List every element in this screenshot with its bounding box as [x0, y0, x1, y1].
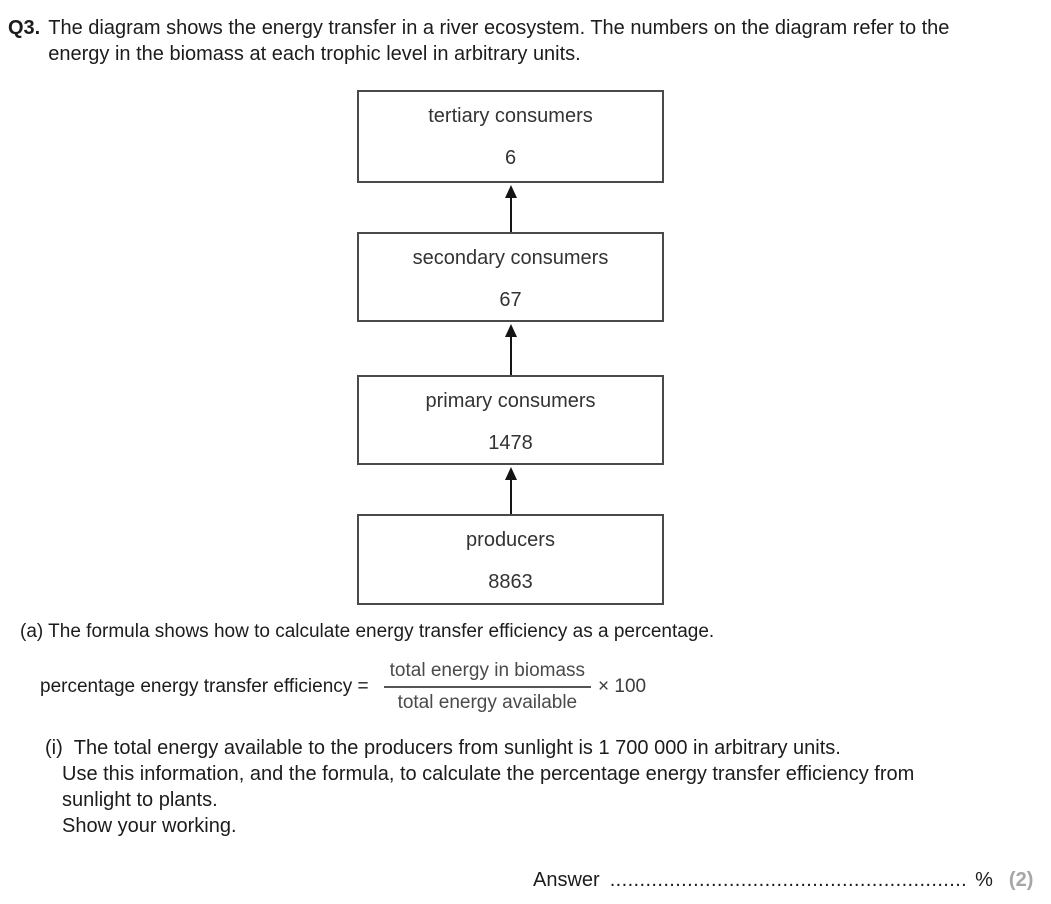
- diagram-box-producers: producers 8863: [357, 514, 664, 605]
- question-number: Q3.: [8, 17, 41, 39]
- arrow-line: [510, 334, 512, 375]
- formula-multiplier: × 100: [598, 676, 647, 697]
- arrow-up-icon: [505, 467, 517, 514]
- arrow-up-icon: [505, 324, 517, 375]
- answer-label: Answer: [533, 869, 600, 891]
- part-i-line-3: sunlight to plants.: [62, 789, 218, 811]
- arrow-head-icon: [505, 324, 517, 337]
- efficiency-formula: percentage energy transfer efficiency = …: [40, 660, 646, 714]
- energy-transfer-diagram: tertiary consumers 6 secondary consumers…: [357, 90, 664, 605]
- trophic-level-label: producers: [466, 529, 555, 551]
- question-intro-line-1: The diagram shows the energy transfer in…: [48, 17, 950, 39]
- part-i-block: (i) The total energy available to the pr…: [45, 735, 1041, 839]
- marks-badge: (2): [1008, 869, 1034, 891]
- part-i-line-1-text: The total energy available to the produc…: [73, 737, 841, 759]
- arrow-head-icon: [505, 185, 517, 198]
- part-i-line-2: Use this information, and the formula, t…: [62, 763, 915, 785]
- trophic-level-value: 67: [499, 289, 522, 311]
- arrow-line: [510, 195, 512, 232]
- answer-unit-percent: %: [975, 869, 993, 891]
- formula-fraction: total energy in biomass total energy ava…: [383, 660, 592, 714]
- part-i-line-1: (i) The total energy available to the pr…: [45, 735, 1041, 761]
- answer-dotted-line: ........................................…: [609, 869, 968, 891]
- part-i-line-4: Show your working.: [62, 815, 237, 837]
- trophic-level-value: 1478: [488, 432, 533, 454]
- diagram-box-secondary-consumers: secondary consumers 67: [357, 232, 664, 322]
- diagram-box-primary-consumers: primary consumers 1478: [357, 375, 664, 465]
- part-a-text: (a) The formula shows how to calculate e…: [20, 621, 715, 642]
- trophic-level-label: secondary consumers: [412, 247, 609, 269]
- question-intro: Q3. The diagram shows the energy transfe…: [8, 15, 1045, 67]
- part-i-marker: (i): [45, 737, 63, 759]
- trophic-level-value: 8863: [488, 571, 533, 593]
- arrow-line: [510, 477, 512, 514]
- question-intro-line-2: energy in the biomass at each trophic le…: [48, 43, 581, 65]
- diagram-box-tertiary-consumers: tertiary consumers 6: [357, 90, 664, 183]
- formula-numerator: total energy in biomass: [383, 660, 592, 688]
- question-intro-text: The diagram shows the energy transfer in…: [48, 15, 949, 67]
- trophic-level-value: 6: [504, 147, 517, 169]
- formula-denominator: total energy available: [397, 692, 578, 713]
- trophic-level-label: primary consumers: [425, 390, 596, 412]
- answer-row: Answer .................................…: [533, 869, 1033, 892]
- arrow-head-icon: [505, 467, 517, 480]
- arrow-up-icon: [505, 185, 517, 232]
- formula-lhs: percentage energy transfer efficiency =: [40, 676, 369, 697]
- trophic-level-label: tertiary consumers: [428, 105, 593, 127]
